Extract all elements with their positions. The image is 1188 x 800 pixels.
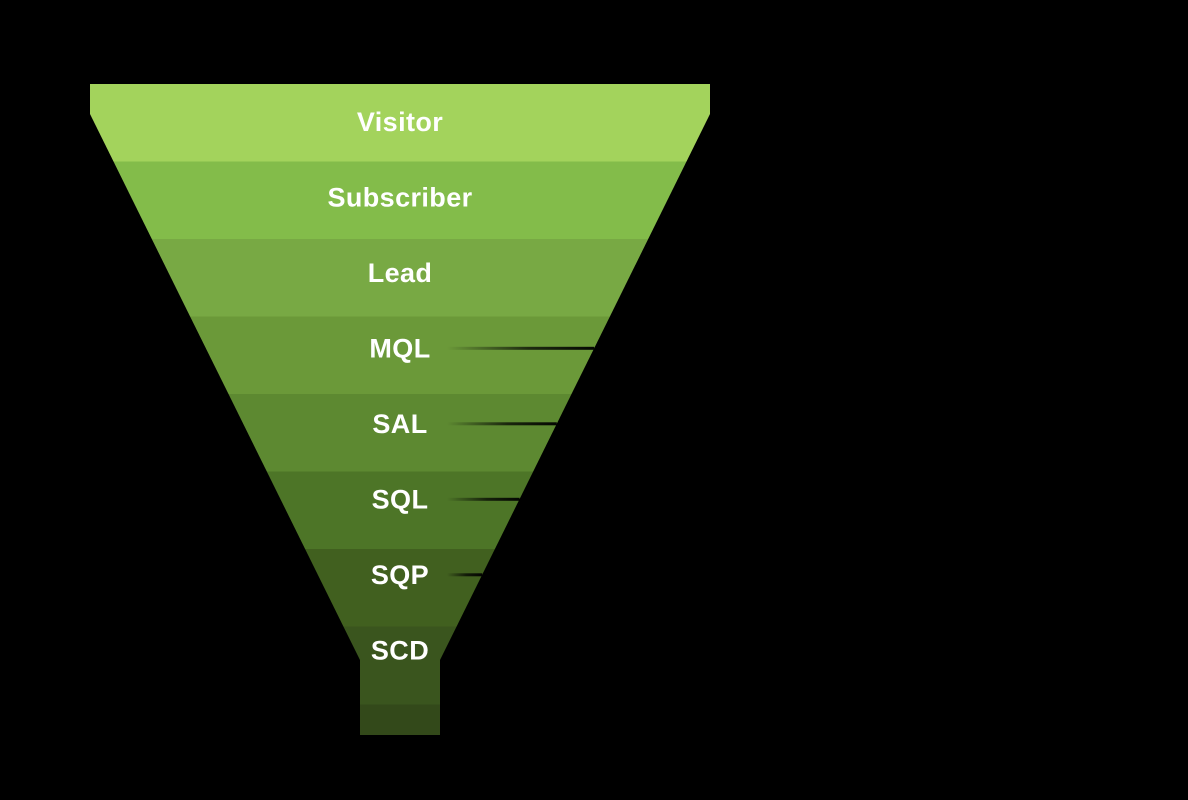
funnel-neck[interactable] [360,704,440,736]
funnel-label-mql: MQL [369,333,430,363]
funnel-segment-visitor[interactable] [90,84,710,162]
funnel-label-lead: Lead [368,258,433,288]
leader-line-sal [447,422,557,426]
funnel-label-sal: SAL [372,409,427,439]
leader-line-sqp [447,573,483,577]
leader-line-scd [447,648,463,652]
funnel-segment-sal[interactable] [228,394,572,472]
funnel-segment-sqp[interactable] [305,549,495,627]
funnel-segment-scd[interactable] [343,626,457,705]
funnel-label-scd: SCD [371,635,429,665]
funnel-label-subscriber: Subscriber [327,182,472,212]
leader-line-mql [447,346,595,350]
funnel-segment-sql[interactable] [266,471,534,550]
funnel-segment-lead[interactable] [151,239,649,317]
funnel-segment-mql[interactable] [190,316,610,395]
funnel-segment-subscriber[interactable] [113,161,687,240]
funnel-label-sqp: SQP [371,560,429,590]
leader-line-sql [447,497,520,501]
funnel-label-sql: SQL [372,484,429,514]
funnel-label-visitor: Visitor [357,107,443,137]
